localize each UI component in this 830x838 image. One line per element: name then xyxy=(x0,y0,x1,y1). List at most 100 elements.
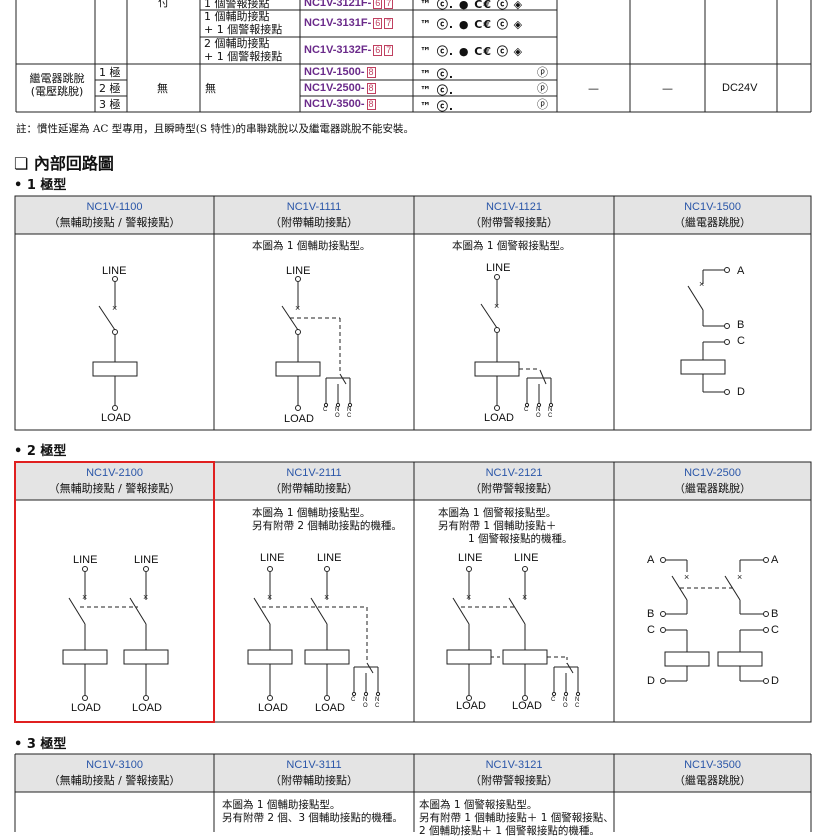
header-nc1v-3111: NC1V-3111（附帶輔助接點） xyxy=(270,759,358,787)
label-d: D xyxy=(647,675,655,687)
spec-contact-2: 1 個輔助接點 + 1 個警報接點 xyxy=(204,10,283,36)
aux-label-no: N O xyxy=(363,697,368,709)
label-a: A xyxy=(647,554,655,566)
aux-label-c: C xyxy=(323,407,328,413)
spec-partial-cell: 付 xyxy=(158,0,169,9)
header-nc1v-1111: NC1V-1111（附帶輔助接點） xyxy=(270,201,358,229)
part-number-1500: NC1V-1500-8 xyxy=(304,66,376,78)
cert-marks-5: ™ ⓒ. xyxy=(420,84,455,97)
label-load: LOAD xyxy=(484,412,514,424)
aux-label-c: C xyxy=(524,407,529,413)
x-mark: × xyxy=(112,303,117,313)
part-number-2500: NC1V-2500-8 xyxy=(304,82,376,94)
header-nc1v-2100: NC1V-2100（無輔助接點 / 警報接點） xyxy=(48,467,181,495)
poles-1: 1 極 xyxy=(99,66,121,79)
footnote: 註：慣性延遲為 AC 型專用，且瞬時型(S 特性)的串聯跳脫以及繼電器跳脫不能安… xyxy=(16,123,415,135)
x-mark: × xyxy=(699,279,704,289)
label-b: B xyxy=(771,608,779,620)
group-title-1pole: • 1 極型 xyxy=(14,178,67,193)
label-line: LINE xyxy=(73,554,98,566)
circuit-2100 xyxy=(62,566,169,701)
x-mark: × xyxy=(737,572,742,582)
label-c: C xyxy=(647,624,655,636)
relay-trip-group-label: 繼電器跳脫 (電壓跳脫) xyxy=(29,72,85,98)
x-mark: × xyxy=(494,301,499,311)
group-title-3pole: • 3 極型 xyxy=(14,737,67,752)
dash-cell-2: — xyxy=(662,82,673,95)
aux-label-c: C xyxy=(551,697,556,703)
x-mark: × xyxy=(143,592,148,602)
label-b: B xyxy=(647,608,655,620)
group-title-2pole: • 2 極型 xyxy=(14,444,67,459)
aux-label-nc: N C xyxy=(347,407,352,419)
cert-end-3: ⓟ xyxy=(537,98,548,111)
header-nc1v-2121: NC1V-2121（附帶警報接點） xyxy=(470,467,558,495)
cert-end-1: ⓟ xyxy=(537,66,548,79)
circuit-2121 xyxy=(446,566,581,701)
aux-label-nc: N C xyxy=(575,697,580,709)
none-cell-2: 無 xyxy=(205,82,216,95)
desc-nc1v-3111: 本圖為 1 個輔助接點型。 另有附帶 2 個、3 個輔助接點的機種。 xyxy=(222,799,403,824)
spec-contact-3: 2 個輔助接點 + 1 個警報接點 xyxy=(204,37,283,63)
label-c: C xyxy=(771,624,779,636)
header-nc1v-3500: NC1V-3500（繼電器跳脫） xyxy=(674,759,751,787)
desc-nc1v-3121: 本圖為 1 個警報接點型。 另有附帶 1 個輔助接點＋ 1 個警報接點、 2 個… xyxy=(419,799,614,837)
dash-cell-1: — xyxy=(588,82,599,95)
label-line: LINE xyxy=(134,554,159,566)
aux-label-nc: N C xyxy=(548,407,553,419)
label-d: D xyxy=(771,675,779,687)
circuit-1100 xyxy=(92,276,138,411)
cert-marks-4: ™ ⓒ. xyxy=(420,68,455,81)
label-line: LINE xyxy=(260,552,285,564)
header-nc1v-1121: NC1V-1121（附帶警報接點） xyxy=(470,201,558,229)
header-nc1v-3121: NC1V-3121（附帶警報接點） xyxy=(470,759,558,787)
x-mark: × xyxy=(267,592,272,602)
x-mark: × xyxy=(466,592,471,602)
label-line: LINE xyxy=(317,552,342,564)
circuit-1121 xyxy=(474,274,554,411)
label-load: LOAD xyxy=(71,702,101,714)
label-load: LOAD xyxy=(101,412,131,424)
label-a: A xyxy=(737,265,745,277)
section-title: ❏ 內部回路圖 xyxy=(14,154,114,173)
label-load: LOAD xyxy=(258,702,288,714)
voltage-cell: DC24V xyxy=(722,82,758,94)
aux-label-nc: N C xyxy=(375,697,380,709)
aux-label-no: N O xyxy=(536,407,541,419)
label-line: LINE xyxy=(514,552,539,564)
cert-marks-6: ™ ⓒ. xyxy=(420,100,455,113)
desc-nc1v-2121: 本圖為 1 個警報接點型。 另有附帶 1 個輔助接點＋ 1 個警報接點的機種。 xyxy=(438,507,573,545)
label-line: LINE xyxy=(458,552,483,564)
label-load: LOAD xyxy=(512,700,542,712)
poles-3: 3 極 xyxy=(99,98,121,111)
aux-label-no: N O xyxy=(563,697,568,709)
none-cell-1: 無 xyxy=(157,82,168,95)
cert-end-2: ⓟ xyxy=(537,82,548,95)
label-b: B xyxy=(737,319,745,331)
x-mark: × xyxy=(82,592,87,602)
circuit-1500 xyxy=(680,267,730,395)
x-mark: × xyxy=(522,592,527,602)
part-number-3500: NC1V-3500-8 xyxy=(304,98,376,110)
label-a: A xyxy=(771,554,779,566)
header-nc1v-2111: NC1V-2111（附帶輔助接點） xyxy=(270,467,358,495)
aux-label-c: C xyxy=(351,697,356,703)
header-nc1v-3100: NC1V-3100（無輔助接點 / 警報接點） xyxy=(48,759,181,787)
label-line: LINE xyxy=(486,262,511,274)
circuit-2111 xyxy=(247,566,381,701)
cert-marks-3: ™ ⓒ. ● C€ ⓒ ◈ xyxy=(420,45,524,58)
label-load: LOAD xyxy=(132,702,162,714)
x-mark: × xyxy=(295,303,300,313)
spec-table-grid xyxy=(15,0,812,113)
desc-nc1v-1111: 本圖為 1 個輔助接點型。 xyxy=(252,240,371,252)
circuit-2500 xyxy=(660,557,769,684)
label-c: C xyxy=(737,335,745,347)
label-line: LINE xyxy=(286,265,311,277)
label-load: LOAD xyxy=(315,702,345,714)
cert-marks-2: ™ ⓒ. ● C€ ⓒ ◈ xyxy=(420,18,524,31)
